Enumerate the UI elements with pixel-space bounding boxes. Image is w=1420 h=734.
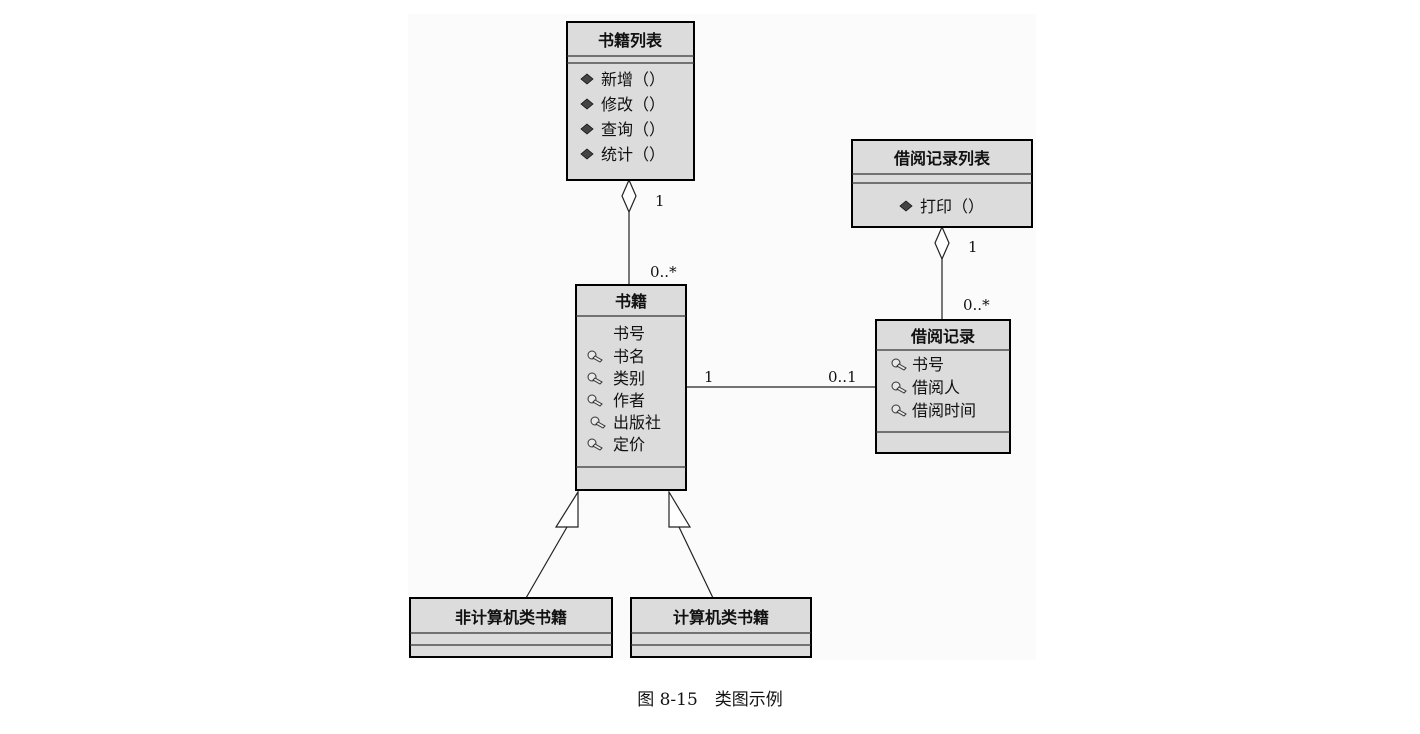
class-borrow-record[interactable]: 借阅记录 书号 借阅人 借阅时间	[875, 319, 1011, 454]
generalization-line-computer	[678, 526, 714, 599]
class-name: 非计算机类书籍	[455, 608, 567, 627]
multiplicity-book-list-whole: 1	[655, 192, 665, 210]
generalization-line-non-computer	[525, 526, 568, 599]
multiplicity-book-side: 1	[704, 368, 714, 386]
multiplicity-book-list-part: 0..*	[650, 263, 677, 281]
class-name: 借阅记录	[910, 327, 975, 346]
generalization-arrow-non-computer	[554, 489, 579, 528]
operation-label: 新增（）	[601, 70, 665, 89]
attribute-label: 作者	[613, 391, 645, 410]
attribute-label: 出版社	[613, 413, 661, 432]
attribute-label: 借阅时间	[912, 401, 976, 420]
attribute-label: 借阅人	[912, 378, 960, 397]
attribute-label: 书号	[912, 355, 944, 374]
class-name: 计算机类书籍	[673, 608, 769, 627]
class-computer-book[interactable]: 计算机类书籍	[630, 597, 812, 658]
class-book-list[interactable]: 书籍列表 新增（） 修改（） 查询（） 统计（）	[566, 21, 695, 181]
class-non-computer-book[interactable]: 非计算机类书籍	[409, 597, 613, 658]
attribute-label: 定价	[613, 435, 645, 454]
attribute-label: 书名	[613, 347, 645, 366]
figure-caption: 图 8-15 类图示例	[637, 690, 783, 710]
aggregation-diamond-book-list	[621, 178, 637, 214]
multiplicity-record-list-part: 0..*	[963, 296, 990, 314]
attribute-label: 类别	[613, 369, 645, 388]
attribute-label: 书号	[613, 324, 645, 343]
multiplicity-record-list-whole: 1	[968, 238, 978, 256]
operation-label: 打印（）	[920, 197, 984, 216]
operation-label: 修改（）	[601, 95, 665, 114]
operation-label: 统计（）	[601, 145, 665, 164]
class-name: 借阅记录列表	[893, 149, 991, 168]
operation-label: 查询（）	[601, 120, 665, 139]
class-name: 书籍列表	[598, 31, 663, 50]
multiplicity-record-side: 0..1	[828, 368, 857, 386]
class-name: 书籍	[615, 292, 647, 311]
generalization-arrow-computer	[668, 489, 692, 528]
class-borrow-record-list[interactable]: 借阅记录列表 打印（）	[851, 139, 1033, 228]
class-book[interactable]: 书籍 书号 书名 类别 作者 出版社 定价	[575, 284, 687, 491]
aggregation-diamond-record-list	[934, 225, 950, 261]
